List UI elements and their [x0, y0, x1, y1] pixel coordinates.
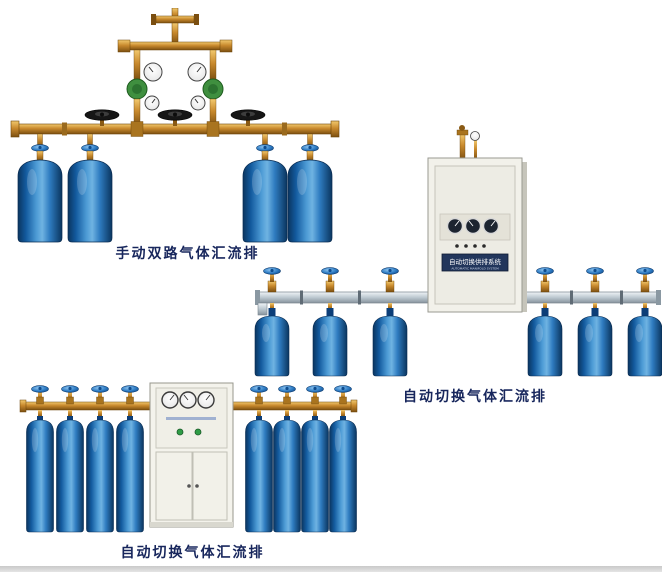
- door-handle: [187, 484, 191, 488]
- cylinder-station: [301, 385, 329, 533]
- gas-cylinder: [312, 315, 348, 377]
- cabinet-nameplate: [441, 253, 509, 272]
- cylinder-valve-knob: [81, 144, 99, 152]
- product-caption-auto-switch-cabinet: 自动切换气体汇流排: [120, 545, 265, 561]
- gas-cylinder: [17, 159, 63, 243]
- gas-cylinder: [527, 315, 563, 377]
- gas-cylinder: [86, 419, 114, 533]
- bottom-divider: [0, 566, 662, 572]
- cylinder-station: [67, 133, 113, 243]
- cylinder-valve-knob: [31, 144, 49, 152]
- cylinder-valve-knob: [536, 267, 554, 275]
- manual-dual-manifold-image: [10, 8, 340, 243]
- cylinder-station: [26, 385, 54, 533]
- gas-cylinder: [301, 419, 329, 533]
- cylinder-station: [254, 267, 290, 377]
- cylinder-station: [242, 133, 288, 243]
- auto-switch-wall-manifold-image: 自动切换供排系统 AUTOMATIC MANIFOLD SYSTEM: [254, 125, 662, 377]
- pressure-regulator-left: [126, 49, 163, 127]
- panel-button: [176, 428, 184, 436]
- gas-cylinder: [273, 419, 301, 533]
- cylinder-station: [116, 385, 144, 533]
- gas-cylinder: [254, 315, 290, 377]
- cylinder-valve-knob: [636, 267, 654, 275]
- gas-cylinder: [56, 419, 84, 533]
- cylinder-valve-knob: [334, 385, 352, 393]
- cylinder-station: [329, 385, 357, 533]
- product-caption-manual-dual: 手动双路气体汇流排: [115, 246, 260, 262]
- main-header-pipe: [10, 120, 340, 138]
- cylinder-valve-knob: [31, 385, 49, 393]
- auto-switch-cabinet-manifold-image: [19, 382, 358, 533]
- cylinder-valve-knob: [91, 385, 109, 393]
- door-handle: [195, 484, 199, 488]
- cabinet-door: [155, 451, 193, 521]
- cylinder-valve-knob: [278, 385, 296, 393]
- gas-cylinder: [245, 419, 273, 533]
- indicator-light: [473, 244, 477, 248]
- pressure-regulator-right: [187, 49, 224, 127]
- cylinder-station: [86, 385, 114, 533]
- product-caption-auto-switch-wall: 自动切换气体汇流排: [403, 389, 547, 405]
- cylinder-valve-knob: [381, 267, 399, 275]
- cylinder-station: [273, 385, 301, 533]
- cylinder-valve-knob: [121, 385, 139, 393]
- indicator-light: [482, 244, 486, 248]
- cylinder-station: [312, 267, 348, 377]
- cylinder-station: [287, 133, 333, 243]
- control-cabinet: [149, 382, 234, 528]
- cylinder-station: [372, 267, 408, 377]
- gas-cylinder: [116, 419, 144, 533]
- indicator-light: [464, 244, 468, 248]
- cylinder-valve-knob: [586, 267, 604, 275]
- shutoff-valve-handwheel: [157, 109, 193, 127]
- gas-cylinder: [577, 315, 613, 377]
- top-inlet-pipes: [117, 8, 233, 53]
- indicator-light: [455, 244, 459, 248]
- panel-button: [194, 428, 202, 436]
- cylinder-station: [527, 267, 563, 377]
- cabinet-nameplate-text: 自动切换供排系统: [449, 257, 502, 266]
- cylinder-station: [245, 385, 273, 533]
- cylinder-valve-knob: [263, 267, 281, 275]
- cylinder-station: [56, 385, 84, 533]
- gas-cylinder: [627, 315, 662, 377]
- cabinet-nameplate-subtext: AUTOMATIC MANIFOLD SYSTEM: [451, 267, 499, 271]
- gas-cylinder: [26, 419, 54, 533]
- cylinder-valve-knob: [321, 267, 339, 275]
- gas-cylinder: [329, 419, 357, 533]
- cylinder-valve-knob: [61, 385, 79, 393]
- gas-cylinder: [67, 159, 113, 243]
- cylinder-valve-knob: [250, 385, 268, 393]
- control-cabinet: 自动切换供排系统 AUTOMATIC MANIFOLD SYSTEM: [427, 125, 527, 313]
- cylinder-station: [627, 267, 662, 377]
- cylinder-station: [17, 133, 63, 243]
- cylinder-station: [577, 267, 613, 377]
- shutoff-valve-handwheel: [84, 109, 120, 127]
- pressure-gauge: [470, 131, 480, 141]
- cylinder-valve-knob: [306, 385, 324, 393]
- gas-cylinder: [372, 315, 408, 377]
